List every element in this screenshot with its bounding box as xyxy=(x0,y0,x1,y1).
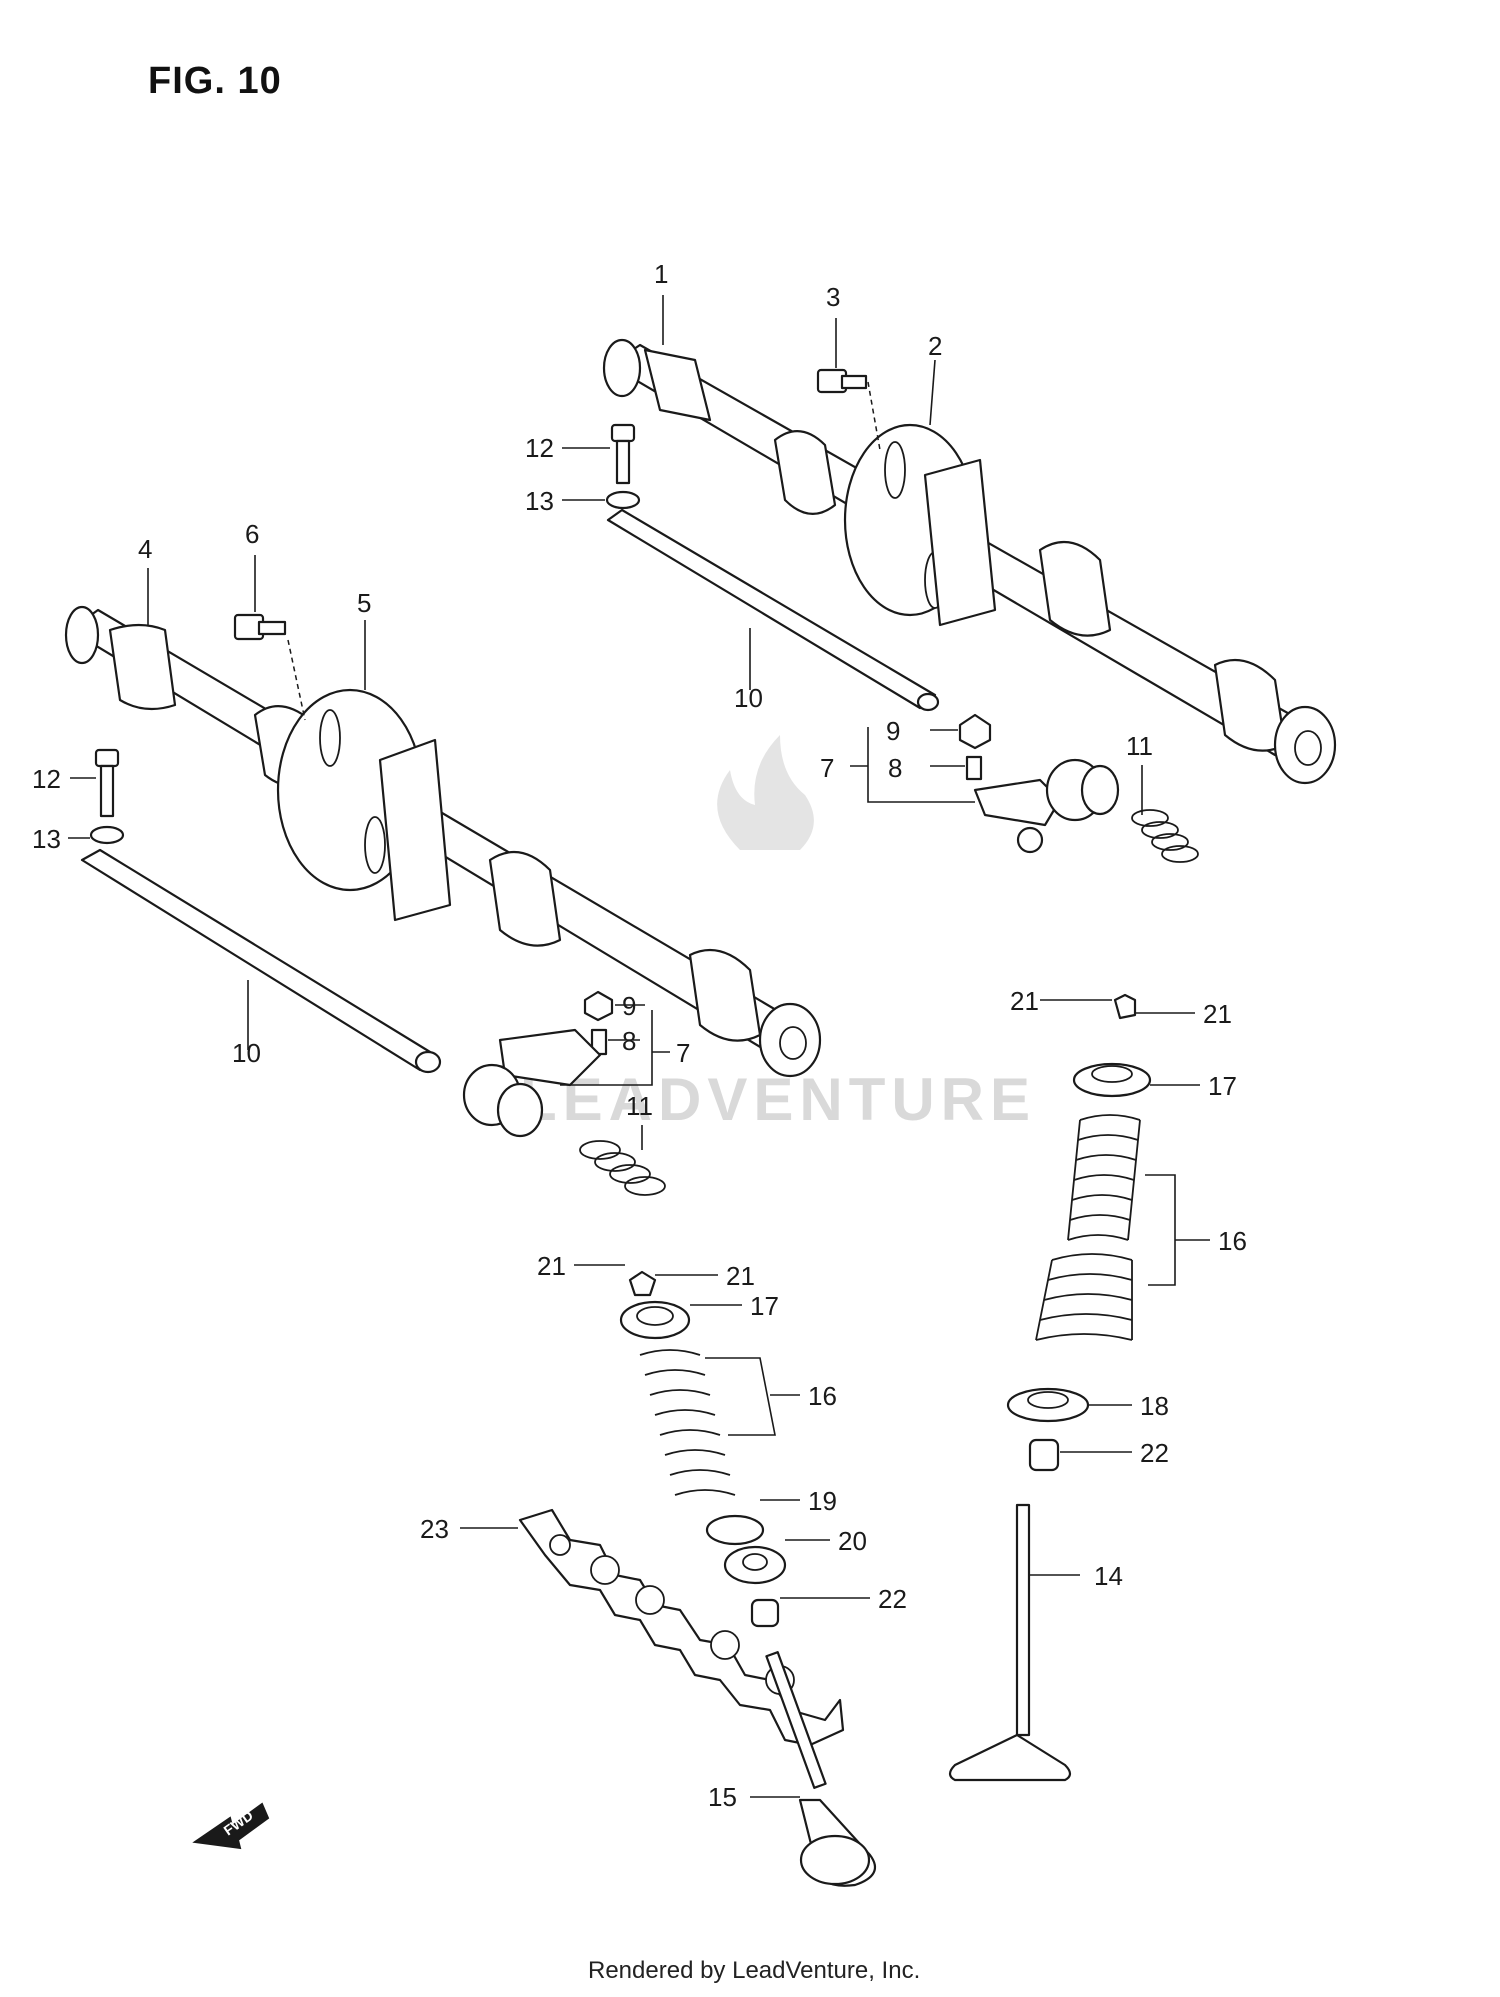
fwd-arrow: FWD xyxy=(192,1802,270,1850)
spring-seat-right xyxy=(1006,1387,1090,1423)
sprocket-bolt-upper xyxy=(816,368,868,394)
callout-13-upper: 13 xyxy=(525,486,554,516)
callout-7-upper: 7 xyxy=(820,753,834,783)
callout-10-upper: 10 xyxy=(734,683,763,713)
watermark: LEADVENTURE xyxy=(520,735,1036,1133)
callout-11-upper: 11 xyxy=(1126,731,1153,761)
callout-16-right: 16 xyxy=(1218,1226,1247,1256)
sprocket-bolt-left xyxy=(233,613,287,641)
callout-1: 1 xyxy=(654,259,668,289)
callout-10-left: 10 xyxy=(232,1038,261,1068)
callout-12-upper: 12 xyxy=(525,433,554,463)
callout-12-left: 12 xyxy=(32,764,61,794)
spring-retainer-right xyxy=(1072,1062,1152,1098)
callout-17-right: 17 xyxy=(1208,1071,1237,1101)
callout-2: 2 xyxy=(928,331,942,361)
leader-lines xyxy=(68,295,1210,1798)
rocker-shaft-upper xyxy=(606,508,940,712)
callout-labels: 1 2 3 4 5 6 7 8 9 10 11 12 13 7 8 9 10 1… xyxy=(32,259,1247,1812)
washer-left xyxy=(723,1545,787,1585)
callout-21-right-a: 21 xyxy=(1010,986,1039,1016)
valve-cotter-right xyxy=(1113,993,1137,1020)
valve-spring-right xyxy=(1035,1114,1141,1341)
callout-5: 5 xyxy=(357,588,371,618)
exhaust-valve xyxy=(948,1503,1072,1782)
callout-21-left-b: 21 xyxy=(726,1261,755,1291)
valve-spring-left xyxy=(639,1349,736,1496)
callout-9-left: 9 xyxy=(622,991,636,1021)
callout-19: 19 xyxy=(808,1486,837,1516)
callout-15: 15 xyxy=(708,1782,737,1812)
callout-18: 18 xyxy=(1140,1391,1169,1421)
rocker-shaft-left xyxy=(80,848,442,1074)
callout-7-left: 7 xyxy=(676,1038,690,1068)
oil-plate xyxy=(518,1508,845,1747)
callout-8-left: 8 xyxy=(622,1026,636,1056)
callout-9-upper: 9 xyxy=(886,716,900,746)
valve-cotter-left xyxy=(628,1270,657,1297)
intake-valve xyxy=(765,1651,877,1887)
cam-sprocket-upper xyxy=(843,423,997,627)
spring-left xyxy=(579,1140,666,1196)
valve-stem-seal-left xyxy=(750,1598,780,1628)
figure-title: FIG. 10 xyxy=(148,60,282,102)
callout-3: 3 xyxy=(826,282,840,312)
callout-23: 23 xyxy=(420,1514,449,1544)
callout-21-right-b: 21 xyxy=(1203,999,1232,1029)
callout-17-left: 17 xyxy=(750,1291,779,1321)
bolt-washer-left xyxy=(89,748,125,845)
bolt-washer-upper xyxy=(605,423,641,510)
callout-16-left: 16 xyxy=(808,1381,837,1411)
rocker-arm-left xyxy=(462,990,614,1138)
valve-stem-seal-right xyxy=(1028,1438,1060,1472)
watermark-text: LEADVENTURE xyxy=(520,1066,1036,1133)
cam-sprocket-left xyxy=(276,688,452,922)
callout-14: 14 xyxy=(1094,1561,1123,1591)
rocker-arm-upper xyxy=(958,713,1120,854)
callout-4: 4 xyxy=(138,534,152,564)
callout-13-left: 13 xyxy=(32,824,61,854)
callout-22-left: 22 xyxy=(878,1584,907,1614)
callout-21-left-a: 21 xyxy=(537,1251,566,1281)
footer-credit: Rendered by LeadVenture, Inc. xyxy=(588,1957,920,1984)
callout-6: 6 xyxy=(245,519,259,549)
callout-22-right: 22 xyxy=(1140,1438,1169,1468)
spring-upper xyxy=(1131,809,1199,863)
callout-20: 20 xyxy=(838,1526,867,1556)
spring-retainer-left xyxy=(619,1300,691,1340)
spring-seat-left xyxy=(705,1514,765,1546)
callout-11-left: 11 xyxy=(626,1091,653,1121)
callout-8-upper: 8 xyxy=(888,753,902,783)
